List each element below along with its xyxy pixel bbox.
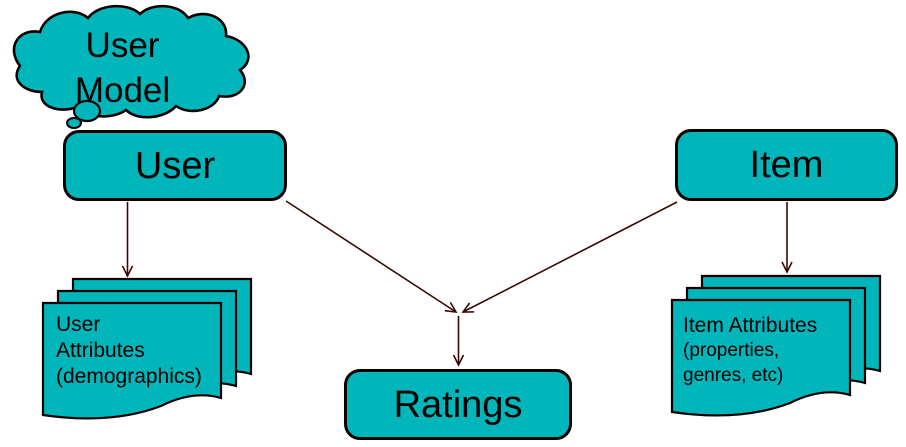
thought-cloud-tail-bubble-small: [66, 117, 82, 129]
user-attributes-label-line1: User: [56, 313, 101, 336]
user-node: User: [63, 130, 287, 201]
item-attributes-label-line1: Item Attributes: [683, 314, 818, 337]
user-model-cloud-label-line1: User: [85, 26, 160, 65]
user-node-label: User: [134, 144, 216, 187]
ratings-node-label: Ratings: [393, 383, 523, 426]
user-attributes-label: User Attributes (demographics): [56, 312, 226, 390]
item-attributes-label-line3: genres, etc): [683, 365, 784, 386]
item-node: Item: [675, 129, 898, 201]
user-model-cloud-label: User Model: [25, 23, 220, 113]
user-model-cloud-label-line2: Model: [74, 71, 171, 110]
user-attributes-label-line2: Attributes: [56, 339, 145, 362]
thought-cloud-tail-bubble-large: [72, 99, 102, 123]
connector-user-to-ratings-junction: [285, 200, 458, 313]
ratings-node: Ratings: [344, 369, 572, 440]
item-node-label: Item: [749, 144, 824, 186]
item-attributes-label-line2: (properties,: [683, 340, 780, 361]
item-attributes-label: Item Attributes (properties, genres, etc…: [683, 313, 853, 388]
user-attributes-label-line3: (demographics): [56, 365, 202, 388]
connector-item-to-ratings-junction: [461, 201, 678, 313]
